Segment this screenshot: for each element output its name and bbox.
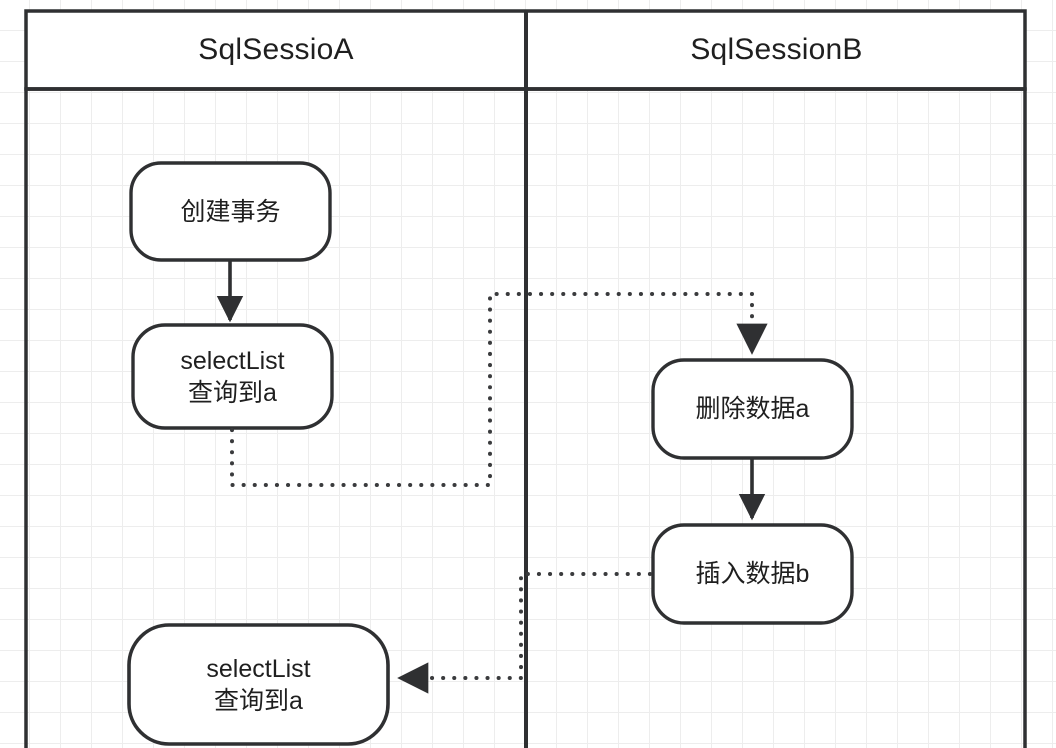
node-insert-data-b-line-1: 插入数据b <box>695 560 810 588</box>
node-selectlist-second-shape[interactable] <box>127 623 390 746</box>
node-delete-data-a-label[interactable]: 删除数据a <box>653 360 852 458</box>
node-insert-data-b-label[interactable]: 插入数据b <box>653 525 852 623</box>
swimlane-frame <box>24 9 1027 748</box>
node-selectlist-second-line-1: selectList <box>206 654 311 683</box>
node-selectlist-second-line-2: 查询到a <box>214 686 303 715</box>
node-selectlist-first-line-1: selectList <box>180 346 285 375</box>
node-delete-data-a-line-1: 删除数据a <box>695 395 810 423</box>
lane-title-b: SqlSessionB <box>690 33 863 66</box>
node-selectlist-first-line-2: 查询到a <box>188 378 277 407</box>
node-shapes <box>127 161 854 746</box>
lane-title-a: SqlSessioA <box>198 33 354 66</box>
node-insert-data-b-shape[interactable] <box>651 523 854 625</box>
node-selectlist-second-label[interactable]: selectList 查询到a <box>129 625 388 744</box>
edge-select-to-delete <box>230 292 768 487</box>
edges <box>216 260 768 694</box>
node-create-transaction-line-1: 创建事务 <box>180 197 281 226</box>
node-selectlist-first-label[interactable]: selectList 查询到a <box>133 325 332 428</box>
node-create-transaction-label[interactable]: 创建事务 <box>131 163 330 260</box>
node-selectlist-first-shape[interactable] <box>131 323 334 430</box>
